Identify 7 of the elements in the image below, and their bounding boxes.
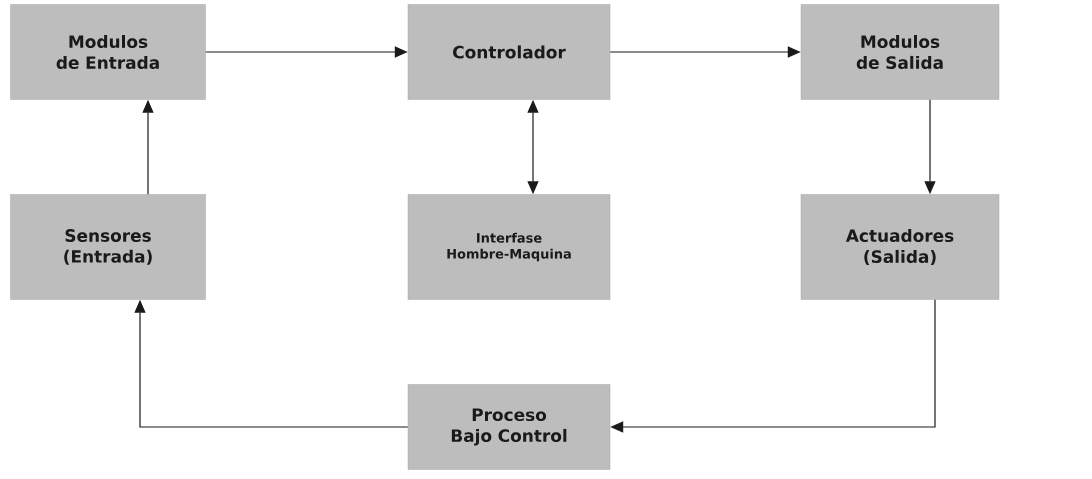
process-box: Modulos de Entrada	[10, 4, 206, 100]
process-box: Controlador	[407, 4, 611, 100]
process-box: Interfase Hombre-Maquina	[407, 194, 611, 300]
process-box: Modulos de Salida	[800, 4, 1000, 100]
process-box: Actuadores (Salida)	[800, 194, 1000, 300]
process-box: Proceso Bajo Control	[407, 384, 611, 470]
process-box: Sensores (Entrada)	[10, 194, 206, 300]
